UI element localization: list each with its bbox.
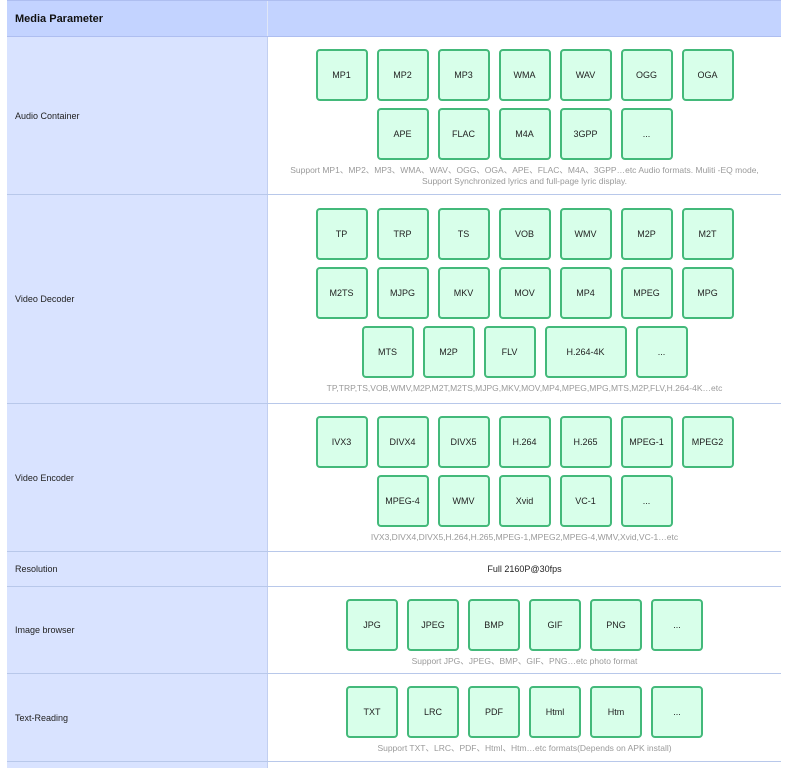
format-tag: MPG <box>681 266 734 319</box>
format-tag: WAV <box>559 48 612 101</box>
row-label: Text-Reading <box>7 674 268 761</box>
format-tag: MPEG-4 <box>376 474 429 527</box>
format-tag: M2P <box>620 207 673 260</box>
format-tag: Xvid <box>498 474 551 527</box>
section-title: Media Parameter <box>7 1 268 36</box>
format-note: IVX3,DIVX4,DIVX5,H.264,H.265,MPEG-1,MPEG… <box>370 531 679 542</box>
format-tag: MOV <box>498 266 551 319</box>
format-tag: VC-1 <box>559 474 612 527</box>
format-tag: Htm <box>590 685 642 738</box>
format-note: Support MP1、MP2、MP3、WMA、WAV、OGG、OGA、APE、… <box>290 164 759 186</box>
row-label: Image browser <box>7 587 268 673</box>
format-tag: JPEG <box>407 598 459 651</box>
format-tag: PDF <box>468 685 520 738</box>
format-note: Support JPG、JPEG、BMP、GIF、PNG…etc photo f… <box>411 655 638 666</box>
format-tag: ... <box>635 325 688 378</box>
table-row-partial <box>7 762 781 768</box>
format-tag: MKV <box>437 266 490 319</box>
format-tag: FLAC <box>437 107 490 160</box>
format-tag: APE <box>376 107 429 160</box>
format-tag: IVX3 <box>315 415 368 468</box>
format-tag: DIVX4 <box>376 415 429 468</box>
format-tag: MTS <box>361 325 414 378</box>
format-tag: PNG <box>590 598 642 651</box>
format-tag: Html <box>529 685 581 738</box>
format-tag: GIF <box>529 598 581 651</box>
format-tag: M2P <box>422 325 475 378</box>
row-label: Audio Container <box>7 37 268 194</box>
label-cell <box>7 762 268 768</box>
format-tag: OGA <box>681 48 734 101</box>
format-tag: WMA <box>498 48 551 101</box>
format-tag: MPEG2 <box>681 415 734 468</box>
format-tag: MPEG-1 <box>620 415 673 468</box>
format-tag: TS <box>437 207 490 260</box>
format-tag: H.264 <box>498 415 551 468</box>
format-tag: M2TS <box>315 266 368 319</box>
format-tag: MP4 <box>559 266 612 319</box>
format-tag: MP1 <box>315 48 368 101</box>
format-tag: TXT <box>346 685 398 738</box>
format-tag: M4A <box>498 107 551 160</box>
row-label: Resolution <box>7 552 268 586</box>
format-tag: M2T <box>681 207 734 260</box>
format-tag: TP <box>315 207 368 260</box>
format-tag: MP2 <box>376 48 429 101</box>
row-value-text: Full 2160P@30fps <box>487 564 562 574</box>
format-tag: WMV <box>559 207 612 260</box>
table-row-resolution: Resolution Full 2160P@30fps <box>7 552 781 587</box>
format-tag: OGG <box>620 48 673 101</box>
format-tag: MP3 <box>437 48 490 101</box>
format-tag: WMV <box>437 474 490 527</box>
format-note: TP,TRP,TS,VOB,WMV,M2P,M2T,M2TS,MJPG,MKV,… <box>326 382 723 393</box>
format-note: Support TXT、LRC、PDF、Html、Htm…etc formats… <box>377 742 672 753</box>
format-tag: MJPG <box>376 266 429 319</box>
format-tag: ... <box>620 474 673 527</box>
format-tag: ... <box>620 107 673 160</box>
format-tag: H.264-4K <box>544 325 627 378</box>
format-tag: DIVX5 <box>437 415 490 468</box>
format-tag: JPG <box>346 598 398 651</box>
format-tag: 3GPP <box>559 107 612 160</box>
row-label: Video Encoder <box>7 404 268 551</box>
format-tag: ... <box>651 685 703 738</box>
format-tag: VOB <box>498 207 551 260</box>
format-tag: LRC <box>407 685 459 738</box>
format-tag: MPEG <box>620 266 673 319</box>
table-header: Media Parameter <box>7 0 781 37</box>
format-tag: H.265 <box>559 415 612 468</box>
format-tag: TRP <box>376 207 429 260</box>
format-tag: FLV <box>483 325 536 378</box>
row-label: Video Decoder <box>7 195 268 403</box>
format-tag: BMP <box>468 598 520 651</box>
row-value: Full 2160P@30fps <box>268 552 781 586</box>
format-tag: ... <box>651 598 703 651</box>
